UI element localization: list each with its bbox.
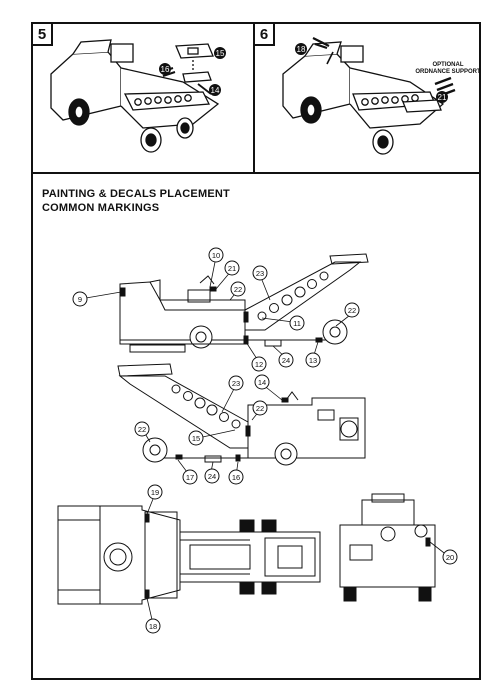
step-6-number: 6	[255, 24, 275, 46]
callout-21: 21	[438, 93, 447, 102]
painting-panel	[31, 172, 481, 680]
step-5-illustration: 15 16 14	[50, 39, 226, 153]
note-line-2: ORDNANCE SUPPORT	[415, 69, 481, 75]
step-6-illustration: 18 21	[282, 37, 456, 155]
callout-15: 15	[216, 49, 225, 58]
optional-ordnance-note: OPTIONAL ORDNANCE SUPPORT	[413, 62, 483, 76]
step-6-panel: 6 OPTIONAL ORDNANCE SUPPORT 18 21	[253, 22, 481, 174]
callout-16: 16	[161, 65, 170, 74]
step-5-number: 5	[33, 24, 53, 46]
step-5-callouts: 15 16 14	[159, 47, 226, 96]
section-title-line-1: PAINTING & DECALS PLACEMENT	[42, 188, 230, 200]
section-title: PAINTING & DECALS PLACEMENT COMMON MARKI…	[42, 188, 230, 214]
callout-14: 14	[211, 86, 220, 95]
section-title-line-2: COMMON MARKINGS	[42, 202, 160, 214]
callout-18: 18	[297, 45, 306, 54]
note-line-1: OPTIONAL	[432, 62, 464, 68]
step-6-callouts: 18 21	[295, 43, 448, 103]
step-5-panel: 5 15	[31, 22, 255, 174]
